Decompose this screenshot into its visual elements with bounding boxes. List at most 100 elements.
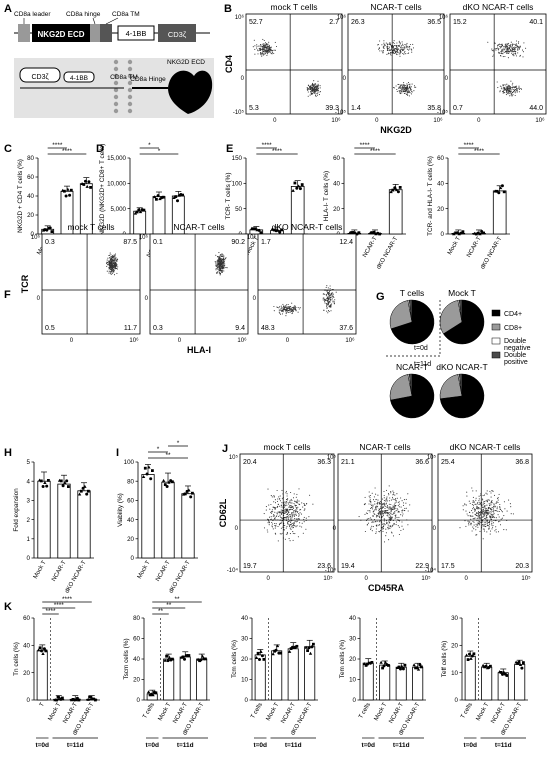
flow-event-dot xyxy=(281,502,283,504)
flow-event-dot xyxy=(499,503,501,506)
flow-event-dot xyxy=(495,47,498,50)
flow-event-dot xyxy=(508,52,510,55)
flow-event-dot xyxy=(317,90,319,92)
data-point xyxy=(40,649,43,653)
y-tick-label: 10 xyxy=(241,677,248,684)
flow-event-dot xyxy=(486,493,488,495)
flow-event-dot xyxy=(396,517,398,519)
flow-event-dot xyxy=(388,46,390,48)
y-tick-label: 30 xyxy=(349,636,356,643)
flow-event-dot xyxy=(313,85,315,87)
flow-event-dot xyxy=(497,87,499,89)
flow-event-dot xyxy=(379,40,381,42)
flow-event-dot xyxy=(386,505,389,507)
data-point xyxy=(484,664,488,668)
data-point xyxy=(387,664,390,667)
flow-event-dot xyxy=(287,522,289,524)
flow-event-dot xyxy=(486,490,488,492)
flow-event-dot xyxy=(395,500,397,502)
data-point xyxy=(379,660,383,664)
data-point xyxy=(416,667,421,671)
flow-event-dot xyxy=(377,503,379,505)
flow-event-dot xyxy=(393,52,395,55)
y-tick-label: 1 xyxy=(27,536,31,543)
flow-event-dot xyxy=(378,48,380,50)
flow-event-dot xyxy=(285,518,287,520)
flow-event-dot xyxy=(393,508,395,510)
cd8a-hinge-label: CD8a hinge xyxy=(66,11,101,18)
quadrant-lr-value: 23.6 xyxy=(317,563,331,570)
flow-event-dot xyxy=(517,47,519,49)
flow-event-dot xyxy=(284,309,286,311)
bar xyxy=(395,666,407,701)
quadrant-ll-value: 17.5 xyxy=(441,563,455,570)
flow-event-dot xyxy=(284,538,286,540)
flow-event-dot xyxy=(326,297,328,299)
flow-event-dot xyxy=(259,53,261,55)
flow-event-dot xyxy=(407,493,409,495)
data-point xyxy=(199,658,203,662)
bar xyxy=(492,190,507,235)
flow-event-dot xyxy=(219,268,221,270)
data-point xyxy=(79,489,83,493)
flow-event-dot xyxy=(385,512,387,514)
flow-event-dot xyxy=(399,55,401,57)
flow-event-dot xyxy=(371,506,373,508)
data-point xyxy=(77,698,81,702)
flow-event-dot xyxy=(395,47,397,50)
flow-event-dot xyxy=(397,525,399,527)
flow-y-axis-label: CD62L xyxy=(218,498,228,527)
flow-event-dot xyxy=(481,498,483,500)
flow-event-dot xyxy=(473,518,475,520)
flow-event-dot xyxy=(290,305,292,308)
flow-event-dot xyxy=(291,313,293,315)
flow-event-dot xyxy=(402,52,404,55)
flow-event-dot xyxy=(296,501,298,503)
x-tick-label: T cells xyxy=(142,702,156,720)
flow-event-dot xyxy=(253,39,255,41)
flow-event-dot xyxy=(385,502,387,504)
flow-event-dot xyxy=(467,522,470,524)
flow-event-dot xyxy=(382,52,384,54)
flow-event-dot xyxy=(389,49,391,51)
flow-event-dot xyxy=(218,271,220,273)
data-point xyxy=(181,655,185,659)
flow-event-dot xyxy=(510,95,512,97)
flow-event-dot xyxy=(402,83,404,86)
flow-event-dot xyxy=(291,525,293,527)
flow-event-dot xyxy=(392,490,394,492)
flow-event-dot xyxy=(497,49,499,51)
data-point xyxy=(498,186,503,190)
flow-event-dot xyxy=(295,307,297,309)
y-axis-label: Fold expansion xyxy=(13,488,20,532)
flow-event-dot xyxy=(482,495,484,497)
flow-event-dot xyxy=(500,46,502,48)
flow-event-dot xyxy=(408,84,410,86)
flow-event-dot xyxy=(329,285,331,287)
y-axis-label: TCR- T cells (%) xyxy=(225,173,232,220)
flow-event-dot xyxy=(397,51,399,53)
hinge-pointer xyxy=(92,17,96,25)
flow-event-dot xyxy=(499,46,501,48)
flow-event-dot xyxy=(383,512,385,514)
flow-event-dot xyxy=(114,253,117,255)
flow-event-dot xyxy=(110,271,113,273)
flow-event-dot xyxy=(396,50,398,53)
flow-event-dot xyxy=(370,518,372,520)
flow-event-dot xyxy=(514,46,516,48)
flow-event-dot xyxy=(114,260,116,262)
significance-stars: ** xyxy=(158,608,164,615)
flow-event-dot xyxy=(510,93,513,95)
data-point xyxy=(396,190,400,194)
flow-event-dot xyxy=(224,267,226,269)
flow-event-dot xyxy=(288,511,290,513)
flow-event-dot xyxy=(390,513,392,515)
flow-event-dot xyxy=(489,516,491,518)
flow-event-dot xyxy=(285,527,287,529)
flow-event-dot xyxy=(109,271,111,273)
flow-event-dot xyxy=(263,39,265,42)
flow-event-dot xyxy=(401,41,403,43)
flow-event-dot xyxy=(291,302,293,304)
flow-event-dot xyxy=(267,49,269,51)
flow-event-dot xyxy=(411,49,413,51)
